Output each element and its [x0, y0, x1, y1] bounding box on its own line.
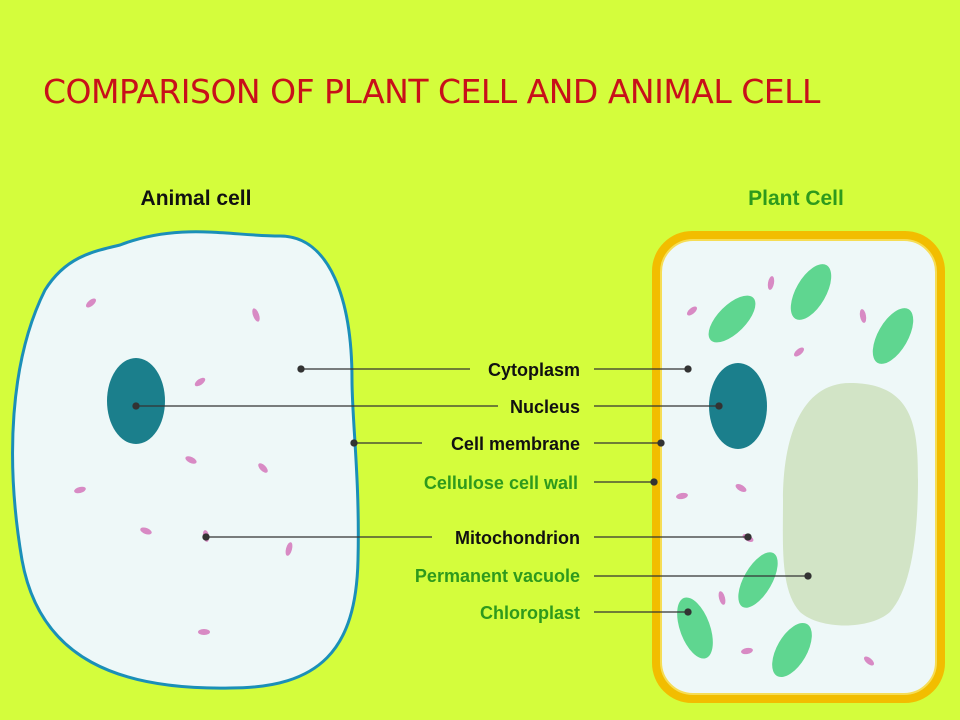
membrane-point-right — [657, 439, 665, 447]
plant-mitochondria — [676, 276, 874, 666]
chloroplast — [872, 308, 914, 364]
permanent-vacuole — [782, 383, 918, 626]
label-chloroplast: Chloroplast — [480, 603, 580, 623]
leader-lines — [132, 365, 812, 616]
mitochondrion — [86, 298, 96, 308]
mitochondrion — [285, 542, 293, 556]
chloroplast — [708, 295, 756, 343]
mitochondrion — [185, 456, 197, 464]
label-nucleus: Nucleus — [510, 397, 580, 417]
vacuole-point — [804, 572, 812, 580]
mitochondrion — [741, 647, 753, 655]
labels: Cytoplasm Nucleus Cell membrane Cellulos… — [415, 360, 580, 623]
chloroplast — [738, 552, 778, 608]
mitochondrion-point-right — [744, 533, 752, 541]
label-cytoplasm: Cytoplasm — [488, 360, 580, 380]
mitochondrion — [864, 656, 874, 666]
nucleus-point-right — [715, 402, 723, 410]
mitochondrion — [258, 463, 268, 473]
label-mitochondrion: Mitochondrion — [455, 528, 580, 548]
mitochondrion — [676, 492, 688, 500]
plant-cell-caption: Plant Cell — [748, 187, 844, 210]
chloroplast — [772, 622, 812, 678]
mitochondrion — [194, 377, 206, 387]
cell-wall-point — [650, 478, 658, 486]
mitochondrion — [140, 527, 152, 535]
cytoplasm-point-right — [684, 365, 692, 373]
mitochondrion — [735, 484, 747, 492]
animal-cell-membrane — [11, 230, 360, 690]
plant-cell — [652, 231, 945, 703]
mitochondrion — [794, 347, 804, 357]
chloroplast — [790, 264, 832, 320]
animal-cell — [11, 230, 360, 690]
label-permanent-vacuole: Permanent vacuole — [415, 566, 580, 586]
animal-cell-caption: Animal cell — [141, 187, 252, 210]
nucleus-point-left — [132, 402, 140, 410]
mitochondrion — [252, 308, 260, 322]
mitochondrion-point-left — [202, 533, 210, 541]
chloroplast-point — [684, 608, 692, 616]
animal-nucleus — [107, 358, 165, 444]
mitochondrion — [859, 309, 867, 323]
mitochondrion — [687, 306, 697, 316]
cytoplasm-point-left — [297, 365, 305, 373]
mitochondrion — [718, 591, 726, 605]
mitochondrion — [767, 276, 775, 290]
slide-title: COMPARISON OF PLANT CELL AND ANIMAL CELL — [43, 72, 820, 111]
plant-nucleus — [709, 363, 767, 449]
membrane-point-left — [350, 439, 358, 447]
mitochondrion — [198, 629, 210, 635]
label-cell-membrane: Cell membrane — [451, 434, 580, 454]
mitochondrion — [74, 486, 86, 494]
label-cellulose-cell-wall: Cellulose cell wall — [424, 473, 578, 493]
